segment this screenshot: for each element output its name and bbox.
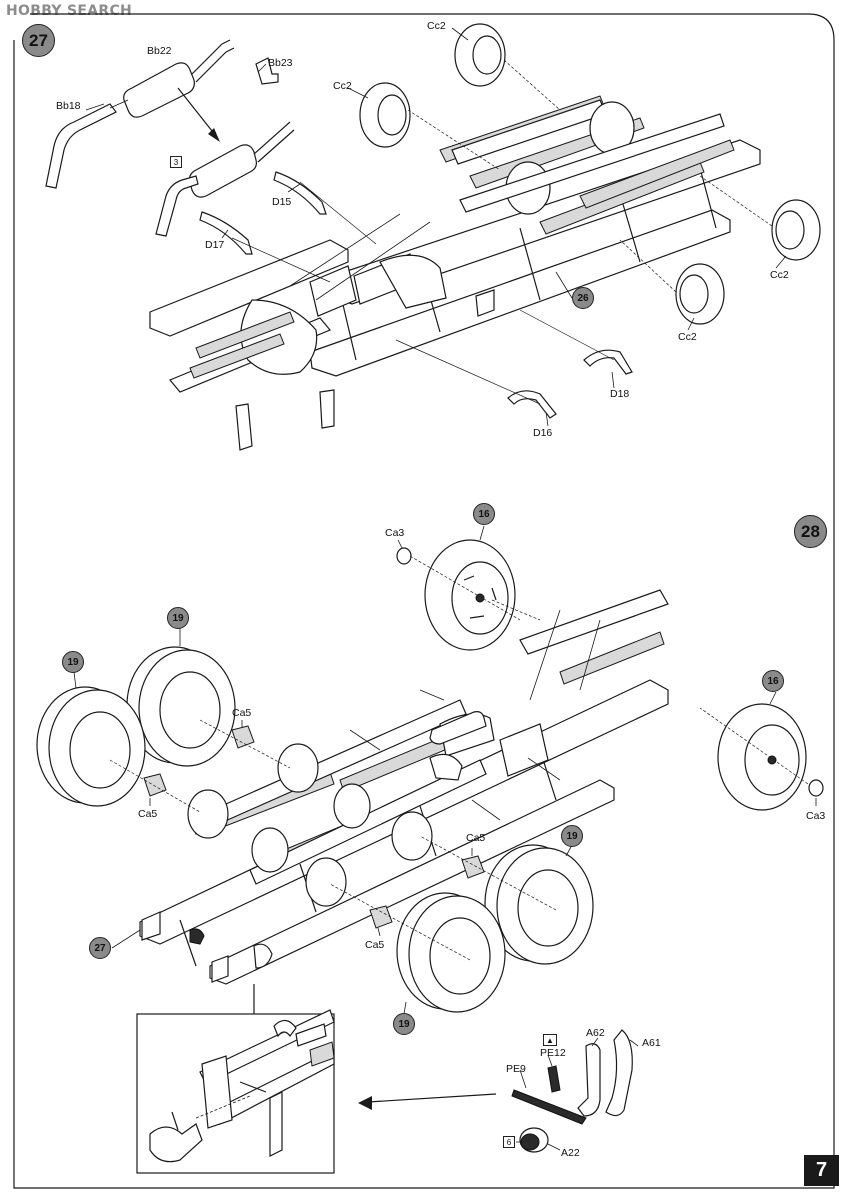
ref-circle-19-b: 19: [62, 651, 84, 673]
step-28-circle: 28: [794, 515, 827, 548]
label-d17: D17: [205, 239, 225, 251]
ref-circle-26: 26: [572, 287, 594, 309]
label-d16: D16: [533, 427, 553, 439]
label-d15: D15: [272, 196, 292, 208]
label-d18: D18: [610, 388, 630, 400]
page-number: 7: [804, 1155, 839, 1186]
label-cc2-top: Cc2: [427, 20, 446, 32]
label-cc2-bottom: Cc2: [678, 331, 697, 343]
ref-circle-19-a: 19: [167, 607, 189, 629]
label-ca5-c: Ca5: [466, 832, 486, 844]
ref-box-3: 3: [170, 156, 182, 168]
photo-etch-icon: ▲: [543, 1034, 557, 1046]
label-bb23: Bb23: [268, 57, 293, 69]
ref-box-6: 6: [503, 1136, 515, 1148]
label-pe12: PE12: [540, 1047, 566, 1059]
ref-circle-19-d: 19: [393, 1013, 415, 1035]
label-cc2-right: Cc2: [770, 269, 789, 281]
ref-circle-19-c: 19: [561, 825, 583, 847]
label-a22: A22: [561, 1147, 580, 1159]
label-pe9: PE9: [506, 1063, 526, 1075]
step28-wheel-drawing: [36, 525, 824, 1015]
step-27-circle: 27: [22, 24, 55, 57]
label-bb22: Bb22: [147, 45, 172, 57]
label-a61: A61: [642, 1037, 661, 1049]
label-ca3-top: Ca3: [385, 527, 405, 539]
tow-hook-detail: [136, 1009, 639, 1174]
label-cc2-left: Cc2: [333, 80, 352, 92]
label-ca5-a: Ca5: [232, 707, 252, 719]
ref-circle-16-top: 16: [473, 503, 495, 525]
label-a62: A62: [586, 1027, 605, 1039]
label-ca5-b: Ca5: [138, 808, 158, 820]
ref-circle-16-right: 16: [762, 670, 784, 692]
label-ca3-right: Ca3: [806, 810, 826, 822]
label-bb18: Bb18: [56, 100, 81, 112]
label-ca5-d: Ca5: [365, 939, 385, 951]
ref-circle-27: 27: [89, 937, 111, 959]
step27-chassis-drawing: [45, 23, 821, 451]
